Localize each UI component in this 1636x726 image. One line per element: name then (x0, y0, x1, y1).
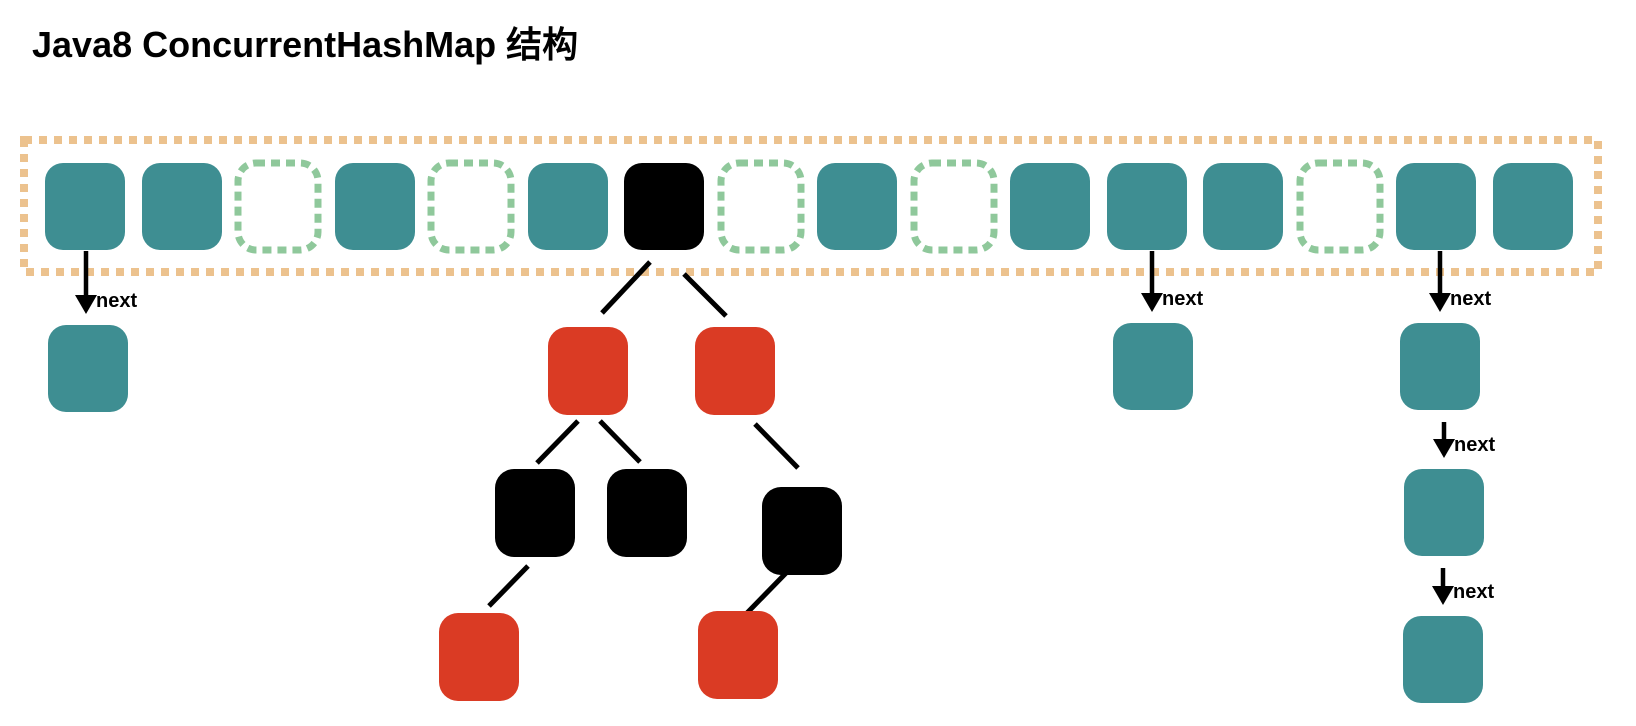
next-arrow-head (75, 295, 97, 314)
next-label: next (1453, 581, 1494, 603)
next-label: next (96, 290, 137, 312)
list-node (1403, 616, 1483, 703)
bucket-cell-1-node (45, 163, 125, 250)
tree-node-black (607, 469, 687, 557)
bucket-cell-16-node (1493, 163, 1573, 250)
next-arrow-head (1141, 293, 1163, 312)
list-node (1400, 323, 1480, 410)
bucket-cell-12-node (1107, 163, 1187, 250)
next-label: next (1450, 288, 1491, 310)
tree-node-red (439, 613, 519, 701)
tree-node-red (695, 327, 775, 415)
list-node (1113, 323, 1193, 410)
tree-edge (600, 260, 652, 315)
tree-edge (682, 272, 728, 318)
next-arrow-head (1432, 586, 1454, 605)
list-node (1404, 469, 1484, 556)
tree-edge (535, 419, 580, 465)
tree-edge (487, 564, 530, 608)
bucket-cell-15-node (1396, 163, 1476, 250)
next-arrow-head (1429, 293, 1451, 312)
tree-node-black (762, 487, 842, 575)
bucket-cell-5-empty (427, 159, 515, 254)
bucket-cell-11-node (1010, 163, 1090, 250)
tree-node-red (548, 327, 628, 415)
bucket-array-border (20, 136, 1602, 276)
bucket-cell-14-empty (1296, 159, 1384, 254)
list-node (48, 325, 128, 412)
tree-edge (745, 570, 789, 615)
bucket-cell-6-node (528, 163, 608, 250)
bucket-cell-9-node (817, 163, 897, 250)
tree-edge (598, 419, 642, 464)
tree-node-red (698, 611, 778, 699)
bucket-cell-7-tree_root (624, 163, 704, 250)
tree-node-black (495, 469, 575, 557)
next-label: next (1162, 288, 1203, 310)
bucket-cell-4-node (335, 163, 415, 250)
bucket-cell-13-node (1203, 163, 1283, 250)
next-label: next (1454, 434, 1495, 456)
next-arrow-head (1433, 439, 1455, 458)
bucket-cell-2-node (142, 163, 222, 250)
tree-edge (753, 422, 800, 470)
bucket-cell-10-empty (910, 159, 998, 254)
page-title: Java8 ConcurrentHashMap 结构 (32, 24, 579, 65)
bucket-cell-3-empty (234, 159, 322, 254)
bucket-cell-8-empty (717, 159, 805, 254)
